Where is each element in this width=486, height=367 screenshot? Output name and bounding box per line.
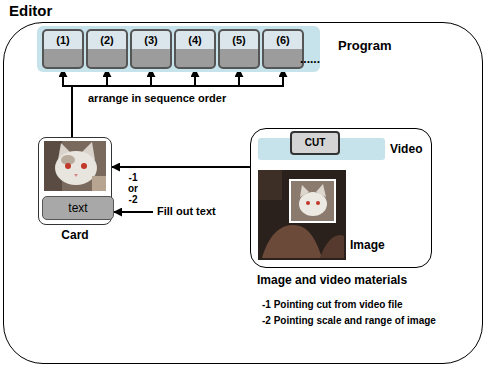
edge-label: -1 or -2 bbox=[128, 172, 138, 205]
video-band: CUTVideo bbox=[258, 138, 385, 160]
image-label: Image bbox=[350, 238, 385, 252]
photo-arm bbox=[320, 235, 344, 258]
slot-number: (5) bbox=[220, 34, 258, 46]
slot-number: (4) bbox=[176, 34, 214, 46]
program-slot: (4) bbox=[174, 29, 216, 69]
photo-arm bbox=[262, 225, 322, 258]
cut-button: CUT bbox=[290, 131, 340, 155]
materials-caption: Image and video materials bbox=[257, 273, 407, 287]
card-box: textCard bbox=[38, 137, 112, 225]
slot-number: (3) bbox=[132, 34, 170, 46]
cat-eye bbox=[316, 201, 320, 205]
band-heading: Program bbox=[338, 38, 391, 53]
program-slot: (6) bbox=[262, 29, 304, 69]
photo-ground bbox=[44, 141, 106, 191]
cat-head bbox=[55, 151, 97, 185]
program-slot: (3) bbox=[130, 29, 172, 69]
program-slot: (1) bbox=[42, 29, 84, 69]
button-label: CUT bbox=[292, 137, 338, 148]
video-heading: Video bbox=[390, 142, 422, 156]
ellipsis-mark: ...... bbox=[300, 52, 320, 66]
connector-arrow bbox=[112, 166, 250, 168]
image-material-photo bbox=[258, 170, 346, 260]
connector-arrow bbox=[63, 69, 72, 137]
cat-head bbox=[299, 192, 327, 216]
editor-frame: (1)(2)(3)(4)(5)(6)ProgramtextCardCUTVide… bbox=[3, 22, 483, 364]
leader-arrow bbox=[114, 211, 153, 213]
card-text-bar: text bbox=[42, 196, 114, 220]
slot-number: (6) bbox=[264, 34, 302, 46]
photo-detail bbox=[92, 176, 106, 191]
materials-box: CUTVideoImage and video materials bbox=[250, 128, 432, 268]
card-cat-photo bbox=[44, 141, 106, 191]
cat-eye bbox=[81, 163, 87, 169]
card-text: text bbox=[43, 201, 113, 215]
footnote: -1 Pointing cut from video file bbox=[262, 299, 403, 310]
program-slot: (5) bbox=[218, 29, 260, 69]
connector-arrow bbox=[72, 69, 239, 137]
cat-nose bbox=[74, 174, 78, 177]
slot-number: (2) bbox=[88, 34, 126, 46]
card-heading: Card bbox=[39, 228, 111, 242]
cat-eye bbox=[306, 201, 310, 205]
photo-shadow bbox=[258, 170, 282, 200]
program-slot: (2) bbox=[86, 29, 128, 69]
leader-label: Fill out text bbox=[157, 205, 216, 217]
connector-arrow bbox=[72, 69, 283, 137]
crop-frame bbox=[290, 180, 335, 222]
bus-note: arrange in sequence order bbox=[88, 92, 226, 104]
frame-heading: Editor bbox=[9, 2, 52, 19]
footnote: -2 Pointing scale and range of image bbox=[262, 315, 436, 326]
cat-eye bbox=[65, 163, 71, 169]
photo-ground bbox=[258, 170, 346, 260]
slot-number: (1) bbox=[44, 34, 82, 46]
program-band: (1)(2)(3)(4)(5)(6)Program bbox=[37, 26, 320, 72]
